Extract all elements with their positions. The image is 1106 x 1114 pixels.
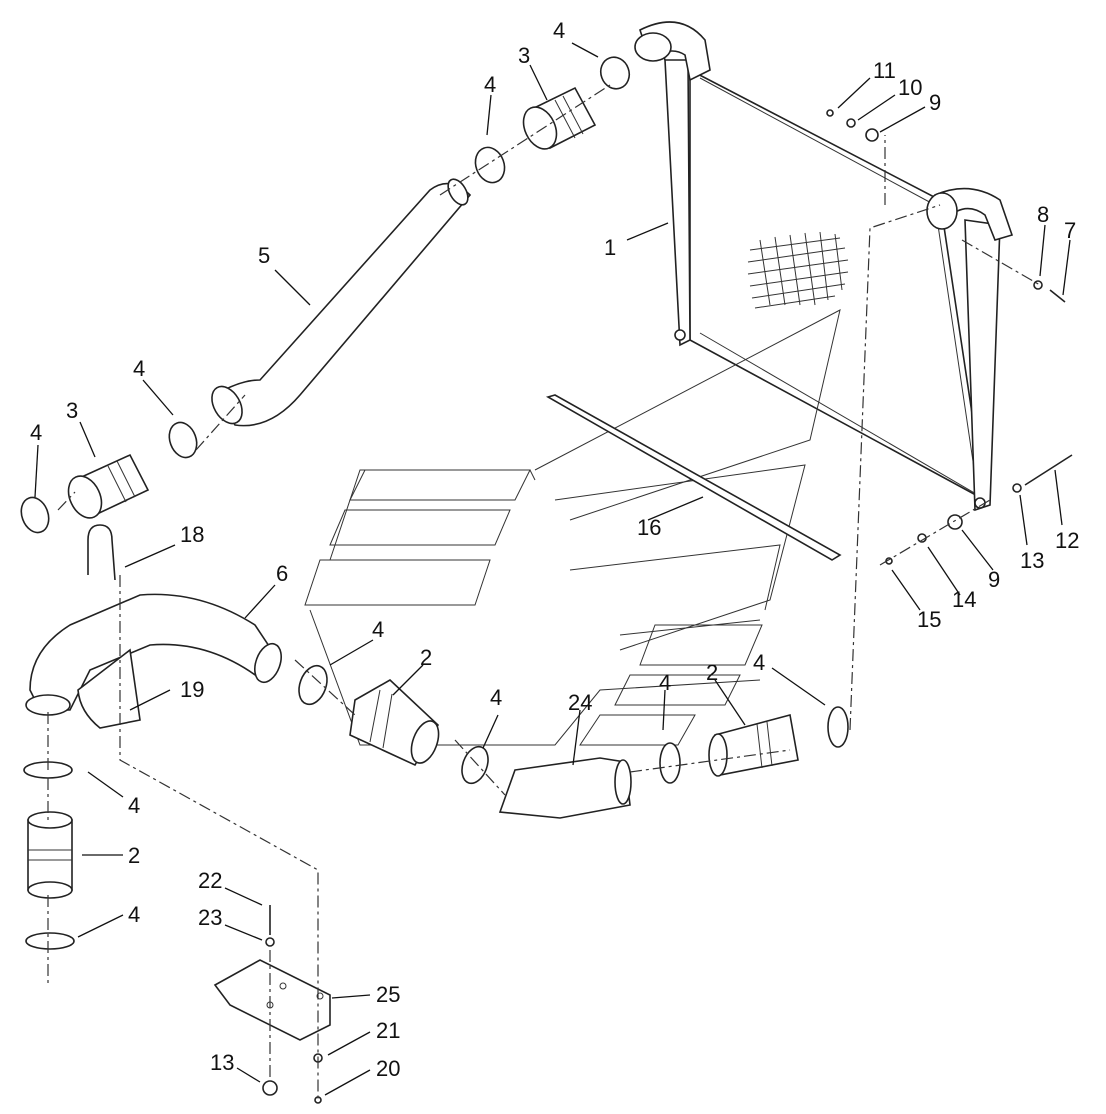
callout-2: 2 [420, 645, 432, 670]
hose-2-center [349, 679, 440, 767]
callout-14: 14 [952, 587, 976, 612]
callout-4: 4 [753, 650, 765, 675]
callout-4: 4 [490, 685, 502, 710]
callout-10: 10 [898, 75, 922, 100]
core-mesh [747, 231, 849, 309]
callout-5: 5 [258, 243, 270, 268]
clamps [20, 56, 849, 950]
callout-8: 8 [1037, 202, 1049, 227]
hose-2-right [708, 714, 799, 777]
callout-9: 9 [988, 567, 1000, 592]
callout-4: 4 [372, 617, 384, 642]
bracket-19 [77, 648, 141, 729]
pipe-24 [498, 757, 632, 819]
callout-9: 9 [929, 90, 941, 115]
callout-6: 6 [276, 561, 288, 586]
charge-air-cooler [634, 21, 1014, 512]
callout-13: 13 [1020, 548, 1044, 573]
callout-2: 2 [706, 660, 718, 685]
callout-13: 13 [210, 1050, 234, 1075]
support-bar [545, 394, 842, 561]
callout-25: 25 [376, 982, 400, 1007]
hose-3-left [67, 453, 150, 519]
callout-12: 12 [1055, 528, 1079, 553]
callout-2: 2 [128, 843, 140, 868]
callout-4: 4 [484, 72, 496, 97]
callout-24: 24 [568, 690, 592, 715]
callout-1: 1 [604, 235, 616, 260]
callout-4: 4 [30, 420, 42, 445]
callout-4: 4 [553, 18, 565, 43]
leader-lines [34, 42, 1071, 1096]
u-bolt-18 [87, 524, 116, 581]
callout-20: 20 [376, 1056, 400, 1081]
callout-3: 3 [518, 43, 530, 68]
callout-23: 23 [198, 905, 222, 930]
callout-15: 15 [917, 607, 941, 632]
hose-3-top [522, 86, 597, 150]
callout-11: 11 [873, 58, 896, 83]
callout-labels: 1 2 2 2 3 3 4 4 4 4 4 4 4 4 4 4 5 6 7 8 … [30, 18, 1079, 1081]
callout-22: 22 [198, 868, 222, 893]
callout-3: 3 [66, 398, 78, 423]
hose-2-left [27, 811, 73, 899]
alignment-lines [47, 84, 1041, 1100]
callout-19: 19 [180, 677, 204, 702]
pipe-5 [211, 178, 472, 427]
callout-7: 7 [1064, 218, 1076, 243]
callout-16: 16 [637, 515, 661, 540]
radiator-ghost-outline [304, 309, 841, 746]
callout-21: 21 [376, 1018, 400, 1043]
callout-4: 4 [133, 356, 145, 381]
callout-4: 4 [659, 670, 671, 695]
bracket-25 [213, 959, 331, 1041]
callout-18: 18 [180, 522, 204, 547]
callout-4: 4 [128, 902, 140, 927]
callout-4: 4 [128, 793, 140, 818]
